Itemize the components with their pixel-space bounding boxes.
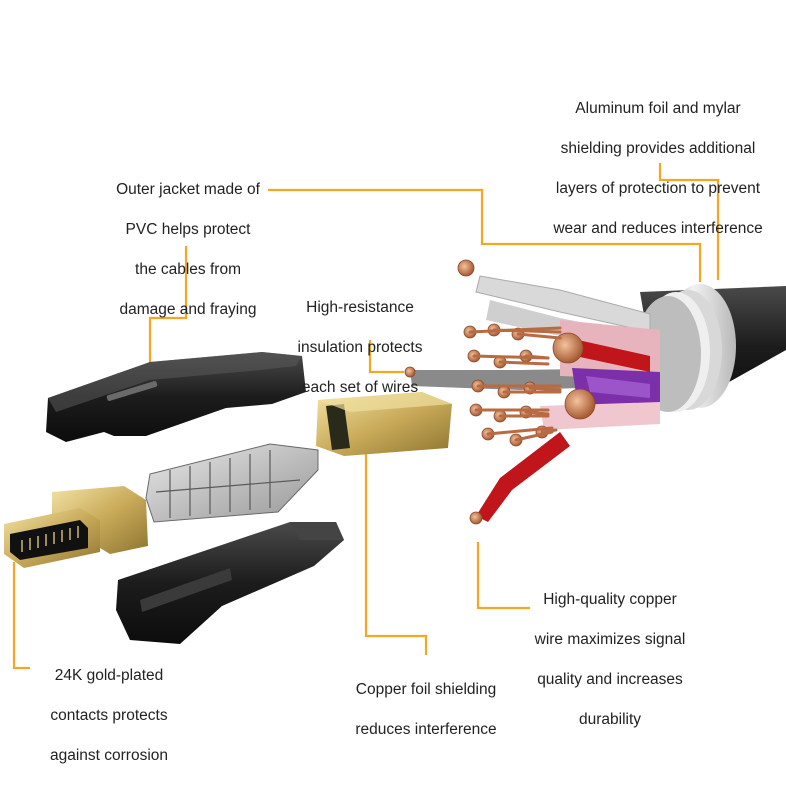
leader-aluminum — [658, 163, 720, 280]
callout-line: shielding provides additional — [560, 140, 756, 157]
callout-outer-jacket: Outer jacket made of PVC helps protect t… — [90, 160, 286, 340]
callout-line: High-resistance — [306, 299, 414, 316]
callout-line: wear and reduces interference — [553, 220, 763, 237]
top-shell — [46, 352, 306, 442]
callout-line: the cables from — [135, 261, 241, 278]
clear-insert — [145, 443, 319, 523]
callout-line: Outer jacket made of — [116, 181, 260, 198]
callout-line: High-quality copper — [543, 591, 677, 608]
callout-line: contacts protects — [50, 707, 168, 724]
callout-line: wire maximizes signal — [534, 631, 686, 648]
callout-line: Copper foil shielding — [355, 681, 497, 698]
callout-copper-foil: Copper foil shielding reduces interferen… — [336, 660, 516, 760]
callout-line: each set of wires — [301, 379, 419, 396]
inner-wires — [404, 259, 660, 525]
callout-line: reduces interference — [355, 721, 497, 738]
callout-line: 24K gold-plated — [54, 667, 164, 684]
gold-plug — [4, 486, 148, 568]
callout-gold-contacts: 24K gold-plated contacts protects agains… — [18, 646, 200, 786]
callout-insulation: High-resistance insulation protects each… — [274, 278, 446, 418]
leader-copper-foil — [364, 452, 428, 655]
callout-line: insulation protects — [297, 339, 423, 356]
callout-line: PVC helps protect — [125, 221, 251, 238]
callout-line: layers of protection to prevent — [555, 180, 761, 197]
callout-line: quality and increases — [537, 671, 683, 688]
callout-line: durability — [578, 711, 642, 728]
leader-insulation — [368, 340, 404, 374]
callout-line: Aluminum foil and mylar — [575, 100, 741, 117]
copper-foil-shield — [316, 392, 452, 456]
callout-line: against corrosion — [49, 747, 169, 764]
leader-copper-wire — [476, 542, 530, 610]
leader-gold-contacts — [12, 562, 30, 670]
leader-outer-jacket-down — [148, 246, 188, 372]
callout-aluminum-shielding: Aluminum foil and mylar shielding provid… — [528, 79, 786, 259]
bottom-shell — [116, 522, 344, 644]
leader-lines — [12, 163, 720, 670]
leader-outer-jacket — [268, 188, 702, 282]
callout-copper-wire: High-quality copper wire maximizes signa… — [520, 570, 700, 750]
callout-line: damage and fraying — [119, 301, 257, 318]
